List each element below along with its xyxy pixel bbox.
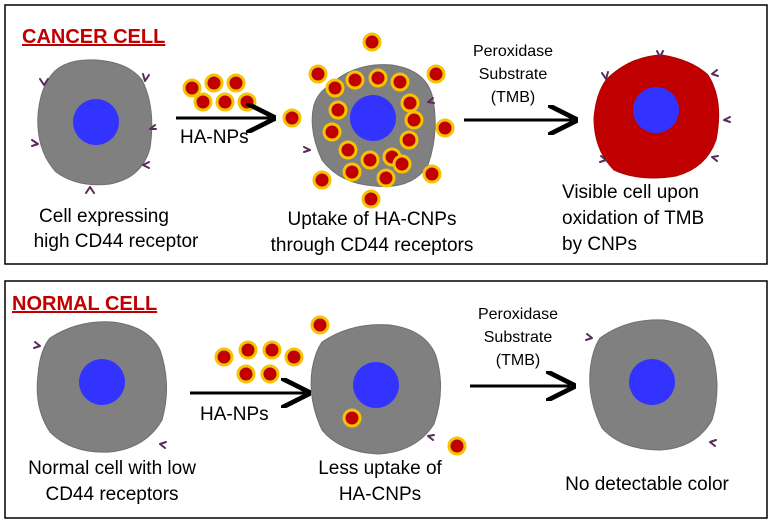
- cancer-cell3-label-line3: by CNPs: [562, 234, 637, 255]
- cancer-cell2-label-line2: through CD44 receptors: [271, 235, 474, 256]
- normal-arrow-1-label: HA-NPs: [200, 404, 269, 425]
- normal-cell3-label-line1: No detectable color: [565, 474, 729, 495]
- cd44-receptors: [31, 73, 157, 194]
- normal-cell1-label-line1: Normal cell with low: [28, 458, 196, 479]
- normal-cell2-label-line1: Less uptake of: [318, 458, 442, 479]
- normal-cell-initial: [33, 321, 168, 453]
- cd44-receptors: [33, 341, 167, 449]
- cd44-receptors: [303, 97, 435, 153]
- cancer-arrow-1-label: HA-NPs: [180, 127, 249, 148]
- cancer-cell-uptake: [282, 32, 455, 209]
- cancer-cell3-label-line2: oxidation of TMB: [562, 208, 704, 229]
- normal-arrow-2-label-line2: Substrate: [484, 329, 553, 346]
- cancer-cell1-label-line2: high CD44 receptor: [34, 231, 199, 252]
- cancer-cell-visible: [593, 50, 731, 179]
- cancer-panel-title: CANCER CELL: [22, 26, 165, 48]
- surface-nanoparticles: [282, 32, 455, 209]
- nanoparticle-cluster: [182, 73, 257, 112]
- cancer-cell-initial: [31, 59, 157, 194]
- normal-cell2-label-line2: HA-CNPs: [339, 484, 421, 505]
- nucleus: [73, 99, 119, 145]
- normal-panel-title: NORMAL CELL: [12, 293, 157, 315]
- nanoparticles: [310, 315, 467, 456]
- cancer-arrow-2-label-line3: (TMB): [491, 89, 535, 106]
- cancer-arrow-2-label-line1: Peroxidase: [473, 43, 553, 60]
- cancer-cell2-label-line1: Uptake of HA-CNPs: [288, 209, 457, 230]
- cancer-panel-frame: [4, 4, 768, 265]
- nanoparticle-cluster: [214, 340, 304, 384]
- cancer-arrow-2-label-line2: Substrate: [479, 66, 548, 83]
- cancer-cell1-label-line1: Cell expressing: [39, 206, 169, 227]
- cd44-receptors: [585, 333, 717, 447]
- cd44-receptors: [427, 434, 435, 441]
- normal-panel-frame: [4, 280, 768, 519]
- cancer-cell3-label-line1: Visible cell upon: [562, 182, 699, 203]
- normal-arrow-2-label-line1: Peroxidase: [478, 306, 558, 323]
- normal-cell-final: [585, 319, 718, 451]
- normal-cell1-label-line2: CD44 receptors: [45, 484, 178, 505]
- internalized-nanoparticles: [322, 68, 424, 188]
- normal-cell-uptake: [310, 315, 467, 456]
- cd44-receptors: [599, 50, 731, 163]
- normal-arrow-2-label-line3: (TMB): [496, 352, 540, 369]
